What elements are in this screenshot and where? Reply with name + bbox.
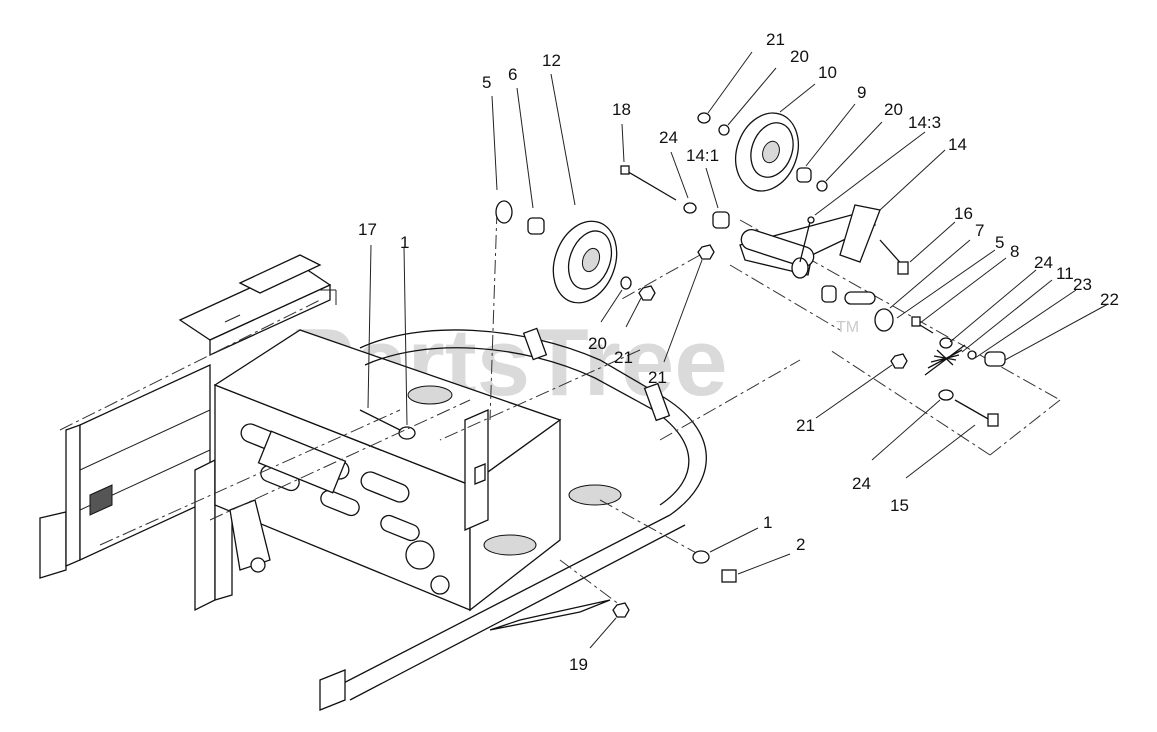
callout-5-left: 5: [482, 73, 491, 92]
callout-15: 15: [890, 496, 909, 515]
callout-24-right: 24: [1034, 253, 1053, 272]
pulley-12: [552, 220, 618, 304]
callout-labels: 21 20 10 9 20 14:3 14 5 6 12 18 24 14:1 …: [358, 30, 1119, 674]
callout-14-3: 14:3: [908, 113, 941, 132]
callout-16: 16: [954, 204, 973, 223]
frame-center-post: [359, 409, 489, 531]
callout-17: 17: [358, 220, 377, 239]
callout-1-bottom: 1: [763, 513, 772, 532]
hardware-small-parts: [495, 112, 1006, 618]
callout-9: 9: [857, 83, 866, 102]
callout-11: 11: [1056, 264, 1074, 283]
callout-21-bottom-right: 21: [796, 416, 815, 435]
callout-2: 2: [796, 535, 805, 554]
idler-arm-assembly: [739, 204, 881, 279]
callout-6: 6: [508, 65, 517, 84]
frame-left-bracket: [39, 254, 337, 579]
callout-24-bottom: 24: [852, 474, 871, 493]
pulley-10: [735, 112, 799, 192]
callout-10: 10: [818, 63, 837, 82]
callout-7: 7: [975, 221, 984, 240]
callout-20-top: 20: [790, 47, 809, 66]
frame-tube-handle: [319, 327, 707, 711]
callout-21-mid: 21: [614, 348, 633, 367]
watermark-trademark: TM: [836, 319, 859, 336]
callout-20-right: 20: [884, 100, 903, 119]
leader-lines: [367, 51, 1109, 649]
callout-22: 22: [1100, 290, 1119, 309]
callout-20-mid: 20: [588, 334, 607, 353]
callout-24-top: 24: [659, 128, 678, 147]
callout-21-center: 21: [648, 368, 667, 387]
callout-18: 18: [612, 100, 631, 119]
callout-12: 12: [542, 51, 561, 70]
callout-5-right: 5: [995, 233, 1004, 252]
callout-14: 14: [948, 135, 967, 154]
callout-19: 19: [569, 655, 588, 674]
callout-23: 23: [1073, 275, 1092, 294]
callout-21-top: 21: [766, 30, 785, 49]
callout-8: 8: [1010, 242, 1019, 261]
callout-1-left: 1: [400, 233, 409, 252]
callout-14-1: 14:1: [686, 146, 719, 165]
